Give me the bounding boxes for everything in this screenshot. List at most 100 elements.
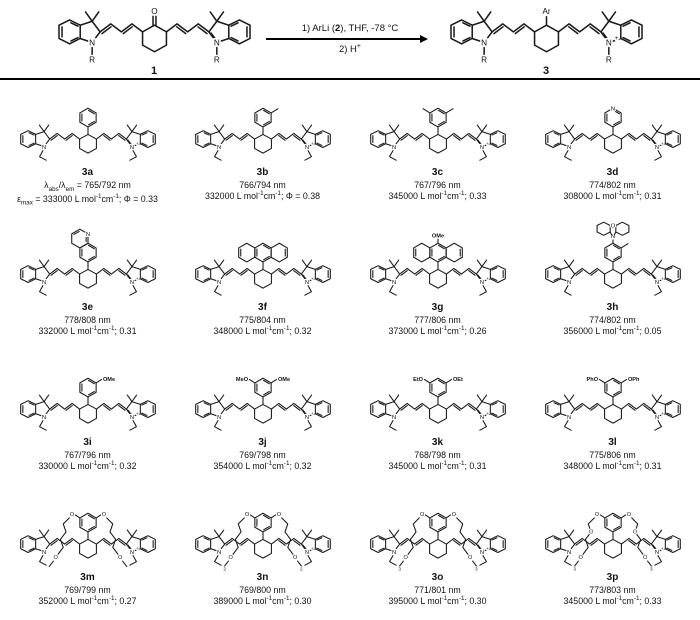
conditions-line-2: 2) H+ [338, 42, 362, 55]
svg-text:O: O [632, 530, 636, 536]
svg-text:O: O [626, 512, 631, 518]
photophysics-line-2: 389000 L mol-1cm-1; 0.30 [213, 595, 312, 607]
svg-text:+: + [660, 141, 663, 146]
svg-text:R: R [605, 55, 611, 64]
compound-caption: 3m 769/799 nm 352000 L mol-1cm-1; 0.27 [39, 572, 137, 607]
compound-id: 3h [606, 302, 619, 313]
svg-text:N: N [41, 550, 45, 556]
photophysics-line-1: 773/803 nm [589, 584, 636, 595]
svg-text:O: O [578, 555, 583, 561]
svg-text:R: R [481, 55, 487, 64]
svg-text:N: N [41, 280, 45, 286]
svg-text:+: + [310, 411, 313, 416]
svg-text:N: N [566, 415, 570, 421]
svg-text:O: O [589, 530, 593, 536]
photophysics-line-1: 778/808 nm [64, 314, 111, 325]
svg-text:+: + [135, 141, 138, 146]
svg-text:+: + [485, 276, 488, 281]
compound-caption: 3k 768/798 nm 345000 L mol-1cm-1; 0.31 [389, 437, 487, 472]
photophysics-line-2: 345000 L mol-1cm-1; 0.33 [563, 595, 662, 607]
compound-caption: 3d 774/802 nm 308000 L mol-1cm-1; 0.31 [564, 167, 662, 202]
svg-text:N: N [654, 145, 658, 151]
photophysics-line-2: 395000 L mol-1cm-1; 0.30 [388, 595, 487, 607]
svg-text:PhO: PhO [586, 377, 598, 383]
compound-caption: 3c 767/796 nm 345000 L mol-1cm-1; 0.33 [389, 167, 487, 202]
photophysics-line-1: 767/796 nm [64, 449, 111, 460]
svg-text:N: N [216, 280, 220, 286]
svg-text:O: O [244, 512, 249, 518]
svg-text:N: N [605, 38, 611, 47]
photophysics-line-1: 774/802 nm [589, 179, 636, 190]
photophysics-line-1: 769/800 nm [239, 584, 286, 595]
photophysics-line-1: 767/796 nm [414, 179, 461, 190]
svg-text:2: 2 [300, 567, 303, 572]
compound-id: 3d [606, 167, 619, 178]
svg-text:R: R [213, 55, 219, 64]
svg-text:N: N [391, 415, 395, 421]
compound-caption: 3j 769/798 nm 354000 L mol-1cm-1; 0.32 [214, 437, 312, 472]
photophysics-line-2: 332000 L mol-1cm-1; Φ = 0.38 [205, 190, 320, 202]
photophysics-line-1: 766/794 nm [239, 179, 286, 190]
svg-text:N: N [304, 145, 308, 151]
svg-text:N: N [304, 550, 308, 556]
svg-text:N: N [129, 145, 133, 151]
svg-text:N: N [391, 145, 395, 151]
svg-text:O: O [118, 555, 123, 561]
compound-caption: 3o 771/801 nm 395000 L mol-1cm-1; 0.30 [389, 572, 487, 607]
product-label: 3 [542, 64, 550, 77]
photophysics-line-2: 352000 L mol-1cm-1; 0.27 [38, 595, 137, 607]
svg-text:N: N [479, 280, 483, 286]
photophysics-line-2: 345000 L mol-1cm-1; 0.33 [388, 190, 487, 202]
photophysics-line-1: 777/806 nm [414, 314, 461, 325]
svg-text:N: N [654, 550, 658, 556]
svg-text:+: + [660, 411, 663, 416]
svg-text:N: N [654, 280, 658, 286]
svg-text:N: N [216, 415, 220, 421]
compound-id: 3o [431, 572, 444, 583]
svg-text:N: N [304, 280, 308, 286]
compound-caption: 3e 778/808 nm 332000 L mol-1cm-1; 0.31 [39, 302, 137, 337]
svg-text:O: O [643, 555, 648, 561]
photophysics-line-2: 345000 L mol-1cm-1; 0.31 [388, 460, 487, 472]
photophysics-line-2: 332000 L mol-1cm-1; 0.31 [38, 325, 137, 337]
compound-id: 3j [258, 437, 267, 448]
svg-text:O: O [419, 512, 424, 518]
compound-caption: 3g 777/806 nm 373000 L mol-1cm-1; 0.26 [389, 302, 487, 337]
svg-text:N: N [129, 280, 133, 286]
photophysics-line-2: 373000 L mol-1cm-1; 0.26 [388, 325, 487, 337]
compound-caption: 3n 769/800 nm 389000 L mol-1cm-1; 0.30 [214, 572, 312, 607]
svg-text:N: N [129, 550, 133, 556]
svg-text:O: O [53, 555, 58, 561]
svg-text:2: 2 [223, 567, 226, 572]
svg-text:N: N [566, 280, 570, 286]
svg-text:+: + [485, 546, 488, 551]
conditions-line-1: 1) ArLi (2), THF, -78 °C [301, 23, 399, 35]
svg-text:O: O [610, 224, 615, 230]
svg-text:N: N [610, 234, 614, 240]
svg-text:N: N [216, 145, 220, 151]
svg-text:+: + [135, 276, 138, 281]
svg-text:N: N [391, 280, 395, 286]
photophysics-line-1: 769/798 nm [239, 449, 286, 460]
